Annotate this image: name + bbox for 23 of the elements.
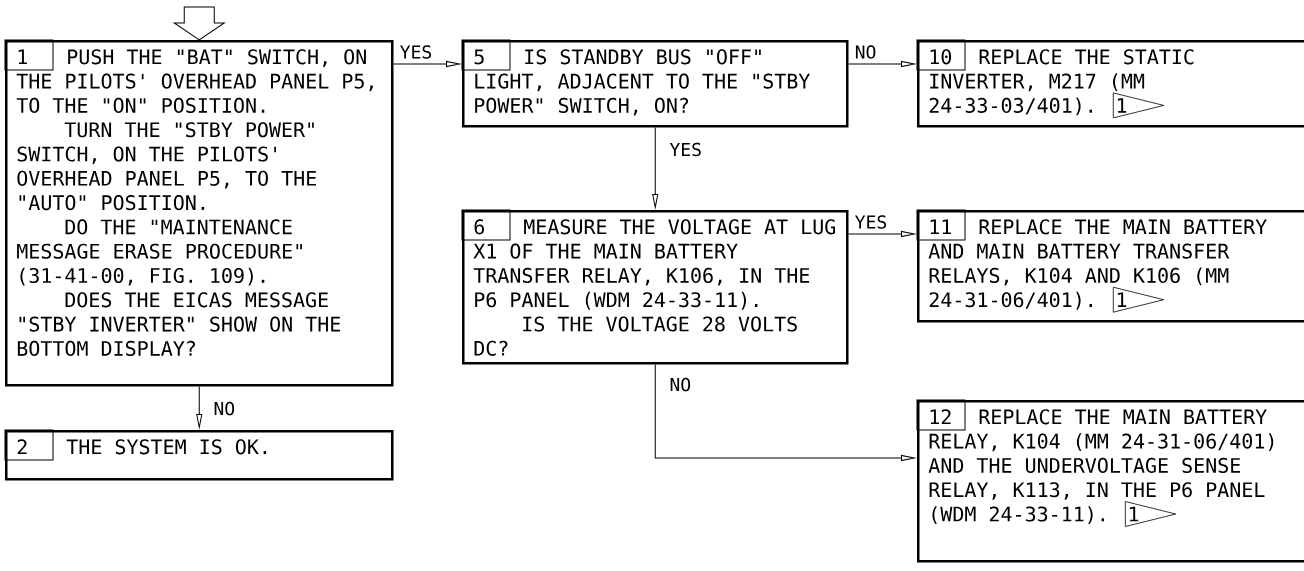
step-box: 10 REPLACE THE STATIC INVERTER, M217 (MM 24-33-03/401). 1: [916, 39, 1304, 128]
arrow: [652, 127, 659, 208]
step-box: 2 THE SYSTEM IS OK.: [4, 429, 394, 481]
arrow: [393, 60, 460, 68]
step-box: 6 MEASURE THE VOLTAGE AT LUG X1 OF THE MAIN BATTERY TRANSFER RELAY, K106, IN THE P6 PANEL (WDM 24-33-11). IS THE VOLTAGE 28 VOLTS DC?: [461, 209, 849, 365]
arrow: [848, 60, 915, 68]
step-box: 1 PUSH THE "BAT" SWITCH, ON THE PILOTS' OVERHEAD PANEL P5, TO THE "ON" POSITION. TURN THE "STBY POWER" SWITCH, ON THE PILOTS' OVERHEAD PANEL P5, TO THE "AUTO" POSITION. DO THE "MAINTENANCE MESSAGE ERASE PROCEDURE" (31-41-00, FIG. 109). DOES THE EICAS MESSAGE "STBY INVERTER" SHOW ON THE BOTTOM DISPLAY?: [4, 39, 394, 387]
note-flag: 1: [1124, 501, 1177, 527]
note-flag: 1: [1112, 92, 1165, 119]
entry-arrow: [173, 6, 225, 41]
edge-label: NO: [670, 377, 691, 392]
step-box: 5 IS STANDBY BUS "OFF" LIGHT, ADJACENT TO THE "STBY POWER" SWITCH, ON?: [461, 39, 849, 128]
step-box: 12 REPLACE THE MAIN BATTERY RELAY, K104 (MM 24-31-06/401) AND THE UNDERVOLTAGE SENSE RELAY, K113, IN THE P6 PANEL (WDM 24-33-11). 1: [916, 399, 1304, 563]
step-box: 11 REPLACE THE MAIN BATTERY AND MAIN BATTERY TRANSFER RELAYS, K104 AND K106 (MM 24-31-06/401). 1: [916, 209, 1304, 323]
edge-label: YES: [400, 45, 431, 59]
arrow: [848, 230, 915, 238]
note-flag: 1: [1112, 286, 1165, 313]
arrow: [196, 386, 203, 428]
edge-label: NO: [855, 45, 876, 59]
edge-label: YES: [855, 215, 887, 229]
edge-label: YES: [669, 142, 701, 157]
edge-label: NO: [214, 401, 235, 416]
arrow: [654, 364, 915, 462]
